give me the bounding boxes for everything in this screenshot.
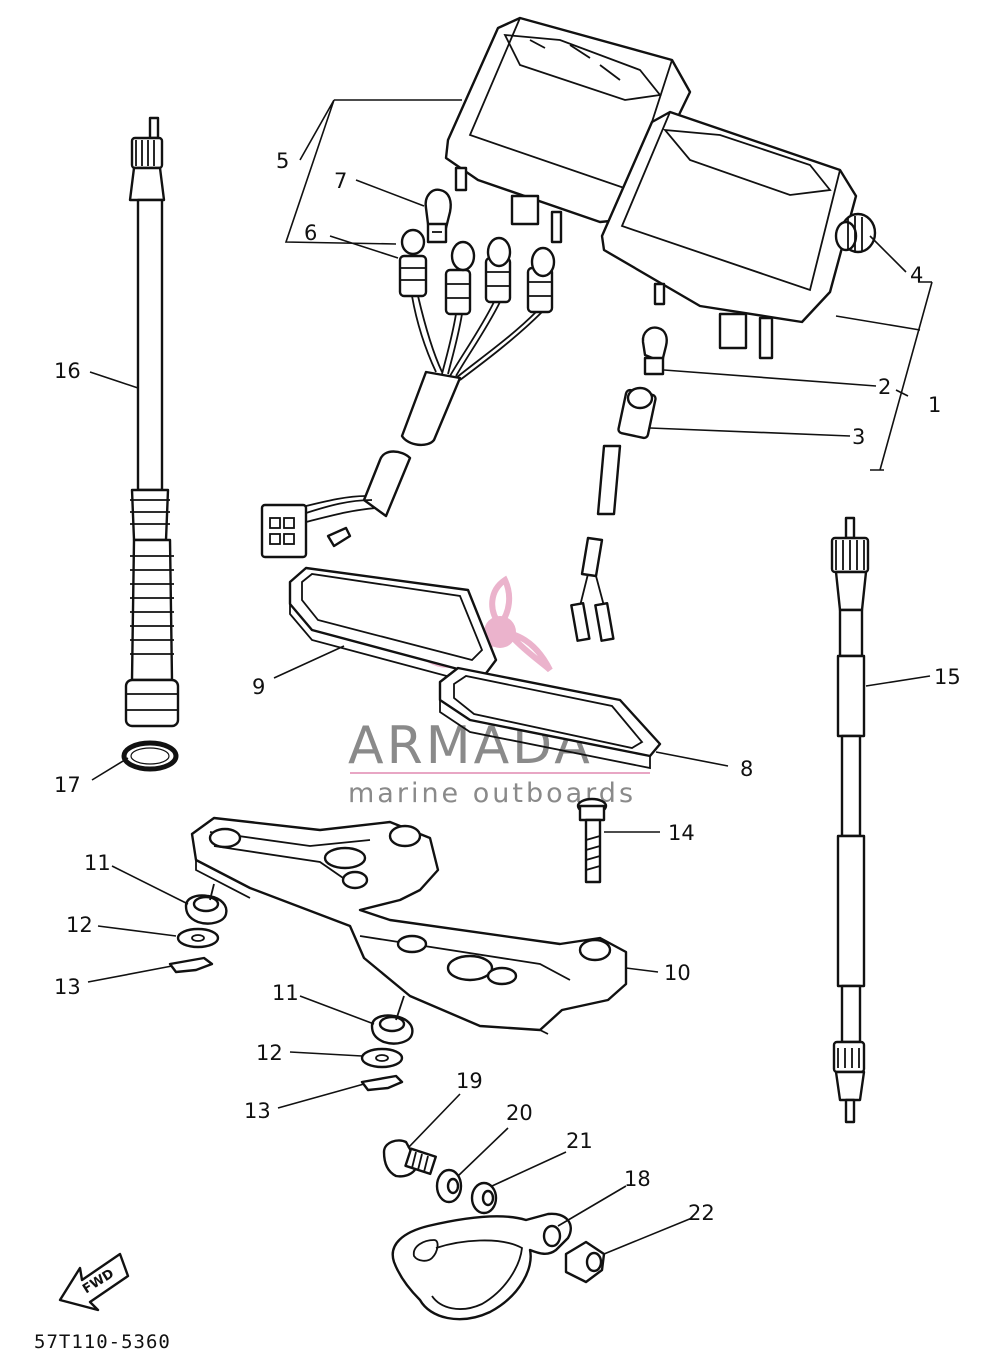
leader-lines: [87, 99, 933, 1255]
o-ring-17: [121, 740, 179, 772]
washer-12-left: [176, 927, 220, 949]
part-code: 57T110-5360: [34, 1331, 171, 1353]
callout-labels: 1 2 3 4 5 6 7 8 9 10 11 11 12 12 13 13 1…: [54, 149, 961, 1225]
washer-20: [435, 1168, 463, 1204]
callout-5: 5: [276, 149, 289, 173]
bolt-19: [382, 1139, 437, 1178]
callout-19: 19: [456, 1069, 483, 1093]
cable-15: [830, 516, 870, 1124]
callout-20: 20: [506, 1101, 533, 1125]
bulb-7: [424, 188, 452, 244]
callout-22: 22: [688, 1201, 715, 1225]
callout-18: 18: [624, 1167, 651, 1191]
reset-knob: [834, 212, 877, 254]
bulb-2: [641, 326, 668, 376]
clip-13-right: [360, 1074, 404, 1092]
gasket-8: [438, 666, 662, 770]
callout-17: 17: [54, 773, 81, 797]
meter-bracket-10: [190, 816, 628, 1035]
callout-6: 6: [304, 221, 317, 245]
callout-7: 7: [334, 169, 347, 193]
callout-12-left: 12: [66, 913, 93, 937]
grommet-11-left: [184, 883, 228, 925]
callout-1: 1: [928, 393, 941, 417]
callout-9: 9: [252, 675, 265, 699]
washer-12-right: [360, 1047, 404, 1069]
tachometer-assembly: [600, 110, 877, 360]
wire-harness-6: [260, 228, 556, 559]
bolt-14: [576, 797, 608, 884]
callout-12-right: 12: [256, 1041, 283, 1065]
clamp-18: [391, 1212, 572, 1321]
cable-16: [124, 116, 180, 728]
washer-21: [470, 1181, 498, 1215]
grommet-11-right: [370, 995, 414, 1045]
callout-13-right: 13: [244, 1099, 271, 1123]
callout-8: 8: [740, 757, 753, 781]
callout-16: 16: [54, 359, 81, 383]
socket-3: [570, 386, 657, 642]
nut-22: [564, 1240, 606, 1284]
callout-15: 15: [934, 665, 961, 689]
callout-2: 2: [878, 375, 891, 399]
callout-14: 14: [668, 821, 695, 845]
callout-21: 21: [566, 1129, 593, 1153]
callout-11-right: 11: [272, 981, 299, 1005]
callout-13-left: 13: [54, 975, 81, 999]
clip-13-left: [168, 956, 214, 974]
callout-4: 4: [910, 263, 923, 287]
callout-10: 10: [664, 961, 691, 985]
callout-11-left: 11: [84, 851, 111, 875]
fwd-arrow-icon: FWD: [58, 1252, 130, 1312]
callout-3: 3: [852, 425, 865, 449]
